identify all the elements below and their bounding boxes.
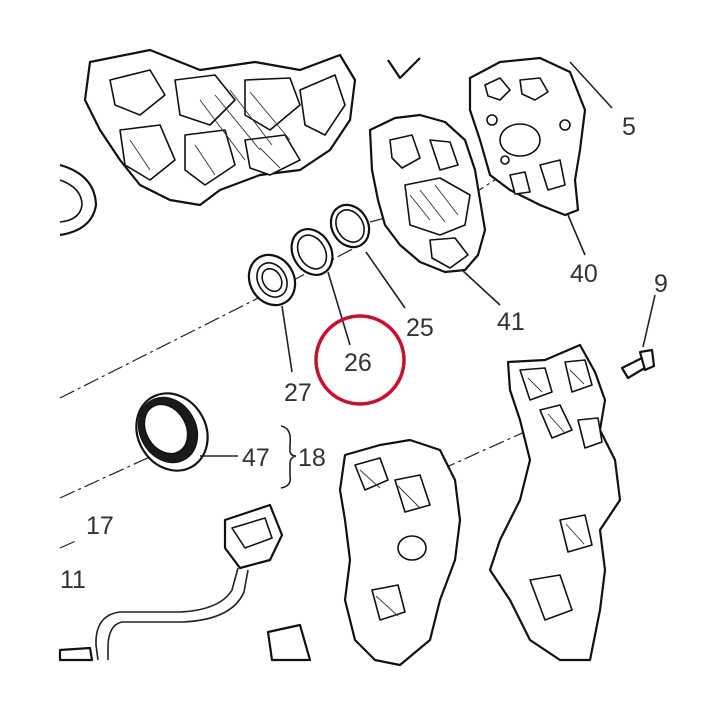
part-9-screw: [620, 348, 656, 380]
label-47: 47: [242, 444, 270, 472]
brush-plate-lower-middle: [338, 438, 462, 667]
label-25: 25: [406, 314, 434, 342]
leader-lines: [200, 61, 656, 489]
highlight-circle: [314, 314, 406, 406]
part-5-cover-plate: [468, 56, 587, 217]
part-41-brush-holder: [368, 113, 487, 274]
stator-assembly-top-left: [83, 48, 357, 207]
assembly-axis-lines: [59, 137, 601, 549]
part-47-bearing: [135, 392, 209, 472]
label-41: 41: [497, 308, 525, 336]
field-housing-lower-right: [488, 343, 622, 662]
part-26-washer: [290, 228, 334, 276]
part-25-snap-ring: [329, 203, 371, 249]
label-40: 40: [570, 260, 598, 288]
left-edge-ring-part: [59, 163, 98, 237]
label-27: 27: [284, 379, 312, 407]
part-27-oil-seal: [247, 253, 297, 307]
label-18: 18: [298, 444, 326, 472]
label-5: 5: [622, 113, 636, 141]
top-bracket-fragment: [387, 57, 421, 80]
cable-connector-lower-left: [58, 503, 312, 662]
label-17: 17: [86, 512, 114, 540]
label-9: 9: [654, 270, 668, 298]
label-11: 11: [60, 566, 86, 594]
label-26: 26: [344, 349, 372, 377]
callout-labels: 5 40 41 25 26 27 47 18 17 11 9: [60, 113, 668, 594]
